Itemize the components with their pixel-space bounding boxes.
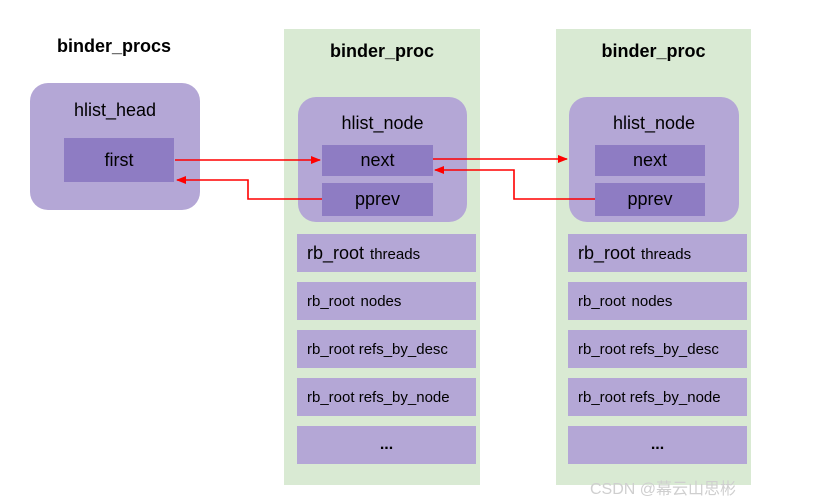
field-type-refs-by-desc-2: rb_root xyxy=(578,340,626,358)
next-field-2: next xyxy=(595,145,705,176)
field-row-refs-by-node-2: rb_root refs_by_node xyxy=(568,378,747,416)
next-field-1: next xyxy=(322,145,433,176)
next-label-2: next xyxy=(632,150,668,170)
field-row-refs-by-desc-2: rb_root refs_by_desc xyxy=(568,330,747,368)
first-label: first xyxy=(104,149,134,170)
binder-proc-title-2: binder_proc xyxy=(601,41,706,61)
field-row-ellipsis-1: ... xyxy=(297,426,476,464)
field-type-refs-by-desc-1: rb_root xyxy=(307,340,355,358)
first-field: first xyxy=(64,138,174,182)
field-name-refs-by-node-1: refs_by_node xyxy=(358,388,450,406)
field-name-refs-by-desc-1: refs_by_desc xyxy=(358,340,448,358)
field-row-threads-2: rb_root threads xyxy=(568,234,747,272)
field-name-nodes-1: nodes xyxy=(360,292,402,310)
field-type-threads-2: rb_root xyxy=(578,242,636,263)
field-row-ellipsis-2: ... xyxy=(568,426,747,464)
field-name-ellipsis-1: ... xyxy=(379,436,394,453)
binder-procs-title: binder_procs xyxy=(57,36,172,56)
field-type-threads-1: rb_root xyxy=(307,242,365,263)
field-name-threads-1: threads xyxy=(370,245,421,263)
arrow-pprev-1-to-first xyxy=(176,176,322,200)
field-type-refs-by-node-1: rb_root xyxy=(307,388,355,406)
binder-proc-title-1: binder_proc xyxy=(329,41,435,61)
field-name-nodes-2: nodes xyxy=(631,292,673,310)
field-type-refs-by-node-2: rb_root xyxy=(578,388,626,406)
field-row-refs-by-node-1: rb_root refs_by_node xyxy=(297,378,476,416)
field-name-ellipsis-2: ... xyxy=(650,436,665,453)
hlist-node-label-1: hlist_node xyxy=(341,113,424,133)
arrow-pprev-2-to-next-1 xyxy=(434,166,595,200)
field-name-refs-by-desc-2: refs_by_desc xyxy=(629,340,719,358)
field-name-threads-2: threads xyxy=(641,245,692,263)
field-row-threads-1: rb_root threads xyxy=(297,234,476,272)
hlist-node-label-2: hlist_node xyxy=(612,113,696,133)
field-type-nodes-1: rb_root xyxy=(307,292,355,310)
pprev-label-2: pprev xyxy=(627,189,673,209)
watermark-text: CSDN @幕云山思彬 xyxy=(590,481,737,498)
hlist-head-label: hlist_head xyxy=(73,100,157,120)
next-label-1: next xyxy=(360,150,395,170)
field-row-refs-by-desc-1: rb_root refs_by_desc xyxy=(297,330,476,368)
field-row-nodes-1: rb_root nodes xyxy=(297,282,476,320)
field-name-refs-by-node-2: refs_by_node xyxy=(629,388,721,406)
pprev-field-1: pprev xyxy=(322,183,433,216)
field-row-nodes-2: rb_root nodes xyxy=(568,282,747,320)
pprev-label-1: pprev xyxy=(354,189,401,209)
pprev-field-2: pprev xyxy=(595,183,705,216)
field-type-nodes-2: rb_root xyxy=(578,292,626,310)
